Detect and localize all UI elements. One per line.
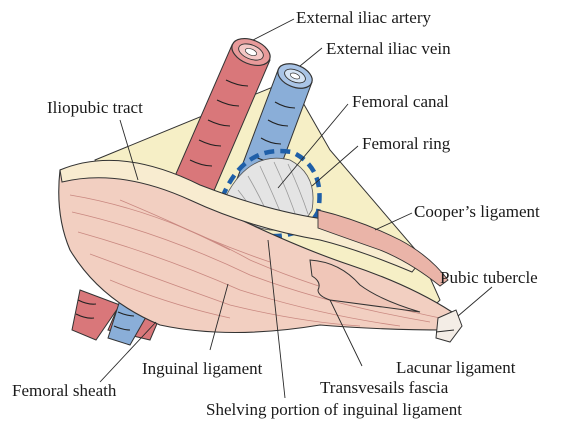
label-femoral-sheath: Femoral sheath: [12, 381, 117, 400]
label-transversalis-fascia: Transvesails fascia: [320, 378, 449, 397]
label-external-iliac-vein: External iliac vein: [326, 39, 451, 58]
label-shelving-portion: Shelving portion of inguinal ligament: [206, 400, 462, 419]
label-lacunar-ligament: Lacunar ligament: [396, 358, 516, 377]
label-femoral-ring: Femoral ring: [362, 134, 451, 153]
label-iliopubic-tract: Iliopubic tract: [47, 98, 143, 117]
label-external-iliac-artery: External iliac artery: [296, 8, 431, 27]
label-inguinal-ligament: Inguinal ligament: [142, 359, 263, 378]
label-pubic-tubercle: Pubic tubercle: [440, 268, 538, 287]
label-coopers-ligament: Cooper’s ligament: [414, 202, 540, 221]
label-femoral-canal: Femoral canal: [352, 92, 449, 111]
